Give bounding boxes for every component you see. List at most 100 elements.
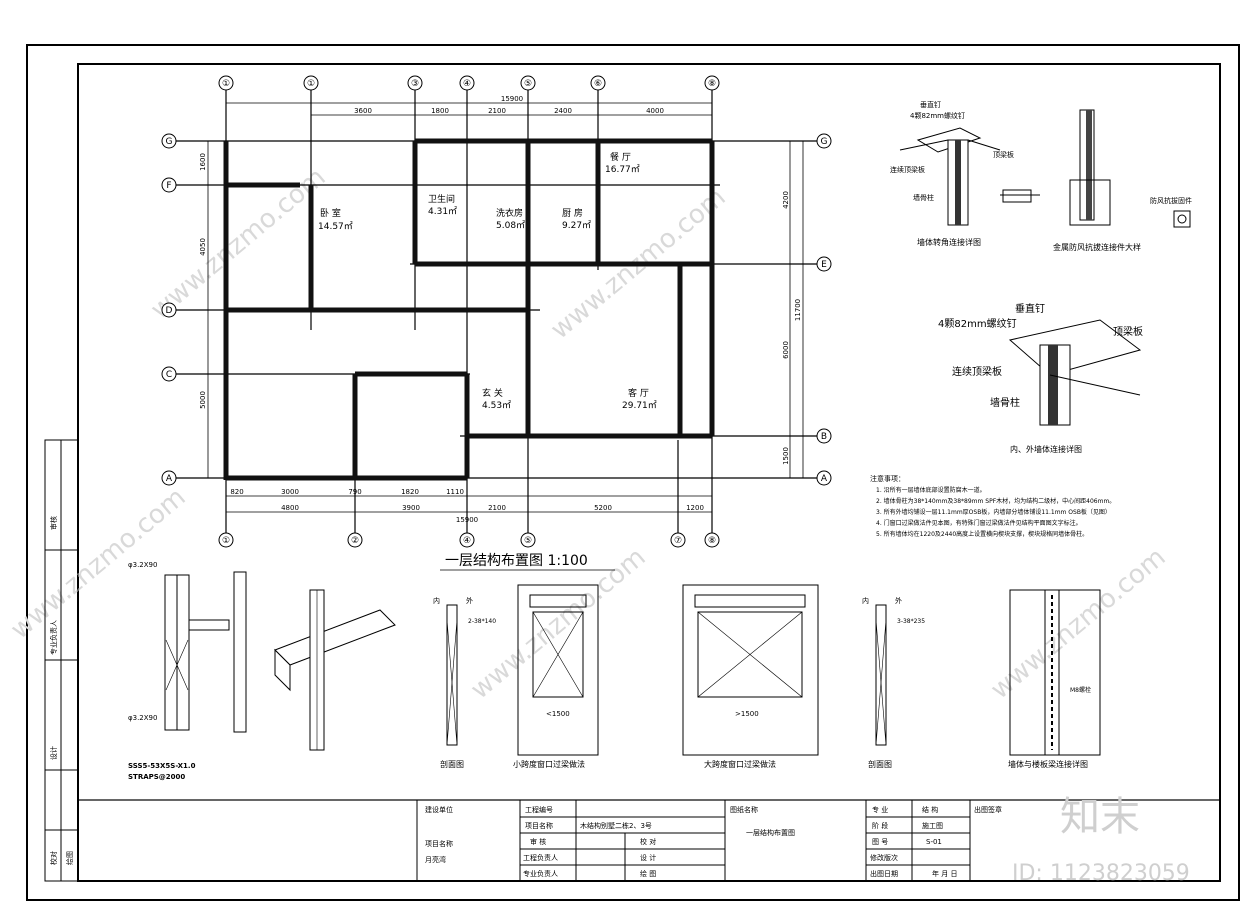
side-strip: 审核 专业负责人 设计 校对 绘图 [44, 439, 79, 882]
room-name: 餐 厅 [610, 151, 631, 163]
room-area: 5.08㎡ [496, 220, 525, 231]
svg-text:建设单位: 建设单位 [425, 805, 453, 814]
svg-text:STRAPS@2000: STRAPS@2000 [128, 773, 185, 781]
svg-text:④: ④ [463, 79, 471, 89]
svg-text:②: ② [351, 536, 359, 546]
svg-text:连续顶梁板: 连续顶梁板 [952, 365, 1002, 378]
svg-text:1. 沿所有一层墙体底部设置防腐木一道。: 1. 沿所有一层墙体底部设置防腐木一道。 [876, 486, 986, 494]
detail-large-window: >1500 大跨度窗口过梁做法 [682, 584, 819, 769]
svg-text:<1500: <1500 [546, 710, 570, 718]
room-labels: 卧 室 14.57㎡ 卫生间 4.31㎡ 洗衣房 5.08㎡ 厨 房 9.27㎡… [318, 151, 657, 411]
svg-text:S-01: S-01 [926, 838, 942, 846]
svg-text:3000: 3000 [281, 488, 299, 496]
svg-text:内: 内 [862, 596, 869, 605]
svg-text:③: ③ [411, 79, 419, 89]
svg-text:审 核: 审 核 [530, 837, 546, 846]
svg-text:3600: 3600 [354, 107, 372, 115]
svg-text:工程负责人: 工程负责人 [523, 853, 558, 862]
svg-text:M8螺栓: M8螺栓 [1070, 686, 1091, 694]
detail-title: 剖面图 [868, 759, 892, 769]
svg-text:年 月 日: 年 月 日 [932, 869, 957, 878]
svg-text:1800: 1800 [431, 107, 449, 115]
svg-text:2400: 2400 [554, 107, 572, 115]
svg-text:5000: 5000 [199, 391, 207, 409]
svg-text:绘 图: 绘 图 [640, 869, 656, 878]
svg-text:⑦: ⑦ [674, 536, 682, 546]
notes: 注意事项： 1. 沿所有一层墙体底部设置防腐木一道。 2. 墙体骨柱为38*14… [870, 474, 1115, 538]
room-name: 客 厅 [628, 387, 649, 399]
svg-text:内: 内 [433, 596, 440, 605]
detail-title: 内、外墙体连接详图 [1010, 444, 1082, 454]
svg-text:3. 所有外墙均铺设一层11.1mm厚OSB板，内墙部分墙体: 3. 所有外墙均铺设一层11.1mm厚OSB板，内墙部分墙体铺设11.1mm O… [876, 508, 1111, 516]
detail-section-2: 内 外 3-38*235 剖面图 [862, 596, 925, 769]
svg-text:垂直钉: 垂直钉 [920, 100, 941, 109]
svg-text:15900: 15900 [456, 516, 478, 524]
svg-text:1600: 1600 [199, 153, 207, 171]
svg-text:图纸名称: 图纸名称 [730, 805, 758, 814]
svg-text:2-38*140: 2-38*140 [468, 618, 496, 625]
svg-text:G: G [821, 137, 828, 147]
svg-text:①: ① [222, 536, 230, 546]
svg-text:顶梁板: 顶梁板 [1113, 325, 1143, 338]
detail-small-window: <1500 小跨度窗口过梁做法 [513, 584, 599, 769]
svg-text:4000: 4000 [646, 107, 664, 115]
watermark-logo: 知末 [1060, 794, 1140, 840]
room-area: 29.71㎡ [622, 400, 657, 411]
svg-text:4800: 4800 [281, 504, 299, 512]
svg-text:④: ④ [463, 536, 471, 546]
detail-wall-connection: 垂直钉 4颗82mm螺纹钉 顶梁板 连续顶梁板 墙骨柱 内、外墙体连接详图 [938, 302, 1143, 454]
svg-text:4. 门窗口过梁做法件见本图，有特殊门窗过梁做法件见结构平面: 4. 门窗口过梁做法件见本图，有特殊门窗过梁做法件见结构平面图文字标注。 [876, 519, 1082, 527]
svg-text:出图签章: 出图签章 [974, 805, 1002, 814]
svg-text:外: 外 [895, 596, 902, 605]
svg-text:专业负责人: 专业负责人 [523, 869, 558, 878]
svg-text:⑥: ⑥ [594, 79, 602, 89]
detail-title: 小跨度窗口过梁做法 [513, 759, 585, 769]
svg-text:2100: 2100 [488, 504, 506, 512]
svg-text:设 计: 设 计 [640, 853, 656, 862]
svg-text:790: 790 [348, 488, 361, 496]
watermark-site-4: www.znzmo.com [985, 542, 1171, 705]
svg-text:4200: 4200 [782, 191, 790, 209]
svg-text:外: 外 [466, 596, 473, 605]
svg-text:5. 所有墙体均在1220及2440高度上设置横向楔块支撑，: 5. 所有墙体均在1220及2440高度上设置横向楔块支撑，楔块规格同墙体骨柱。 [876, 530, 1088, 538]
svg-text:F: F [166, 181, 171, 191]
svg-text:2. 墙体骨柱为38*140mm及38*89mm SPF木材: 2. 墙体骨柱为38*140mm及38*89mm SPF木材，均为结构二级材，中… [876, 497, 1115, 505]
svg-text:>1500: >1500 [735, 710, 759, 718]
svg-text:顶梁板: 顶梁板 [993, 150, 1014, 159]
svg-text:出图日期: 出图日期 [870, 869, 898, 878]
svg-text:木结构别墅二栋2、3号: 木结构别墅二栋2、3号 [580, 821, 652, 830]
svg-text:B: B [821, 432, 827, 442]
svg-text:φ3.2X90: φ3.2X90 [128, 561, 157, 569]
detail-strap: φ3.2X90 φ3.2X90 SSS5-53X5S-X1.0 STRAPS@2… [128, 561, 247, 781]
svg-text:校对: 校对 [49, 851, 58, 865]
detail-metal-anchor: 防风抗拔固件 金属防风抗拔连接件大样 [1000, 109, 1192, 252]
detail-section-1: 内 外 2-38*140 剖面图 [433, 596, 496, 769]
svg-text:专 业: 专 业 [872, 805, 888, 814]
detail-corner-connection: 垂直钉 4颗82mm螺纹钉 顶梁板 连续顶梁板 墙骨柱 墙体转角连接详图 [890, 100, 1014, 247]
svg-text:一层结构布置图: 一层结构布置图 [746, 828, 795, 837]
outer-frame [26, 44, 1240, 901]
svg-text:设计: 设计 [49, 746, 58, 760]
detail-beam-3d [274, 589, 396, 751]
svg-text:15900: 15900 [501, 95, 523, 103]
svg-text:1820: 1820 [401, 488, 419, 496]
detail-title: 墙体转角连接详图 [917, 237, 981, 247]
svg-text:审核: 审核 [49, 516, 58, 530]
axis-bubbles [161, 75, 832, 548]
svg-text:4颗82mm螺纹钉: 4颗82mm螺纹钉 [938, 317, 1017, 330]
svg-text:①: ① [307, 79, 315, 89]
svg-text:6000: 6000 [782, 341, 790, 359]
watermark-site-5: www.znzmo.com [5, 482, 191, 645]
svg-text:项目名称: 项目名称 [425, 839, 453, 848]
svg-text:2100: 2100 [488, 107, 506, 115]
detail-floor-connection: M8螺栓 墙体与楼板梁连接详图 [1008, 589, 1101, 769]
room-area: 16.77㎡ [605, 164, 640, 175]
svg-text:⑤: ⑤ [524, 536, 532, 546]
room-name: 卫生间 [428, 193, 455, 205]
svg-text:连续顶梁板: 连续顶梁板 [890, 165, 925, 174]
svg-text:专业负责人: 专业负责人 [49, 620, 58, 655]
svg-text:11700: 11700 [794, 299, 802, 321]
svg-text:820: 820 [230, 488, 243, 496]
svg-text:墙骨柱: 墙骨柱 [990, 396, 1020, 409]
